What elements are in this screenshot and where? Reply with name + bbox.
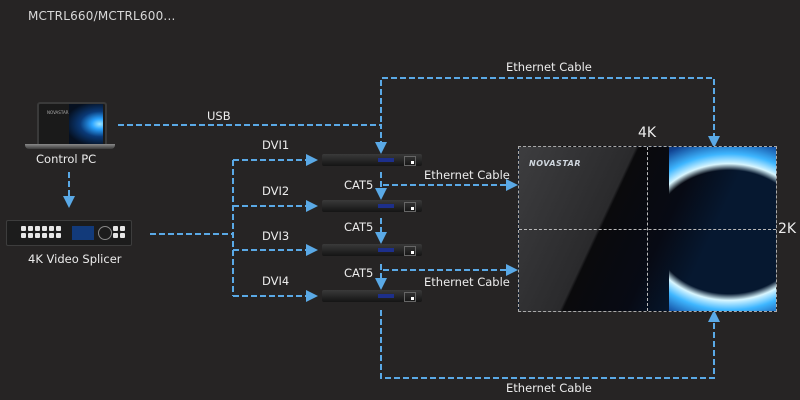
controller-4 — [322, 290, 422, 302]
diagram-title: MCTRL660/MCTRL600... — [28, 9, 176, 23]
ethernet-label-bottom: Ethernet Cable — [506, 381, 592, 395]
cabinet-divider-horizontal — [519, 229, 776, 230]
dvi3-label: DVI3 — [262, 229, 290, 243]
ethernet-top-line — [380, 77, 720, 148]
video-splicer-label: 4K Video Splicer — [28, 252, 122, 266]
usb-line — [118, 124, 387, 154]
ethernet-label-mid1: Ethernet Cable — [424, 168, 510, 182]
controller-2 — [322, 200, 422, 212]
video-splicer-device — [6, 220, 132, 246]
controller-3 — [322, 244, 422, 256]
cat5-label-2: CAT5 — [344, 220, 374, 234]
novastar-logo: NOVASTAR — [529, 159, 581, 168]
ethernet-bottom-line — [380, 310, 720, 379]
dvi2-label: DVI2 — [262, 184, 290, 198]
width-resolution-label: 4K — [638, 125, 657, 141]
cat5-label-3: CAT5 — [344, 266, 374, 280]
control-pc-label: Control PC — [36, 152, 97, 166]
dvi4-label: DVI4 — [262, 274, 290, 288]
ethernet-label-mid2: Ethernet Cable — [424, 275, 510, 289]
usb-label: USB — [207, 109, 231, 123]
height-resolution-label: 2K — [778, 221, 797, 237]
cat5-label-1: CAT5 — [344, 178, 374, 192]
led-display-wall: NOVASTAR — [518, 146, 777, 312]
controller-1 — [322, 154, 422, 166]
dvi1-label: DVI1 — [262, 138, 290, 152]
ethernet-label-top: Ethernet Cable — [506, 60, 592, 74]
